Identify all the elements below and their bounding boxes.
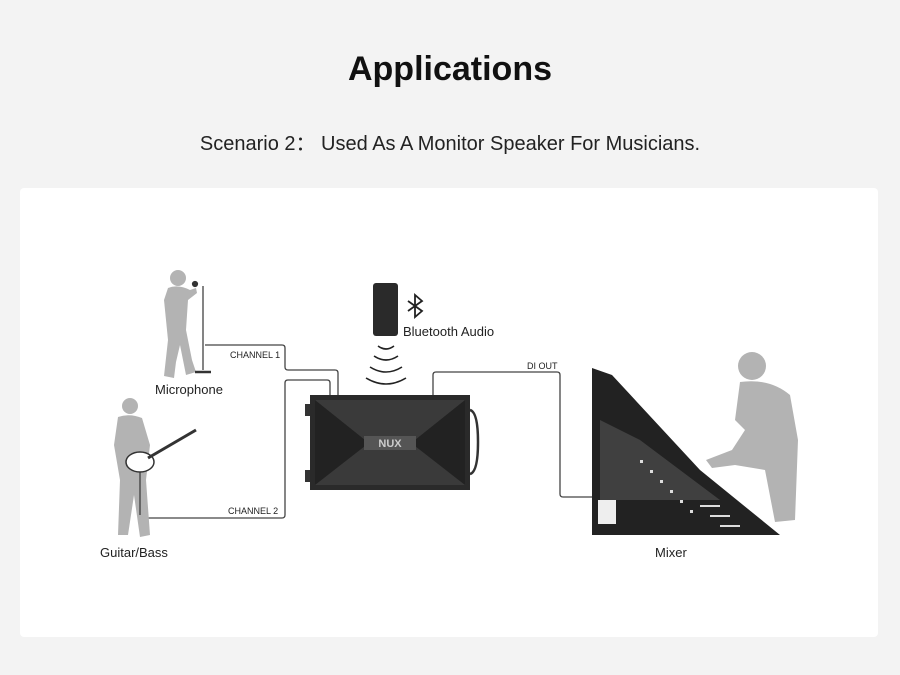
channel1-label: CHANNEL 1 [230, 350, 280, 360]
singer-silhouette [164, 270, 197, 378]
channel2-cable [145, 379, 331, 519]
channel2-label: CHANNEL 2 [228, 506, 278, 516]
page-subtitle: Scenario 2： Used As A Monitor Speaker Fo… [199, 133, 701, 155]
nux-speaker: NUX [305, 395, 480, 490]
brand-logo: NUX [378, 438, 402, 450]
di-out-cable [432, 371, 594, 498]
di-out-label: DI OUT [527, 361, 558, 371]
guitar-label: Guitar/Bass [100, 545, 168, 560]
bluetooth-icon [407, 293, 424, 319]
guitarist-silhouette [114, 398, 150, 537]
cables [145, 344, 594, 519]
microphone-label: Microphone [155, 382, 223, 397]
guitar-icon [125, 428, 197, 515]
mic-stand-icon [191, 280, 211, 374]
engineer-silhouette [706, 352, 798, 522]
mixer-console [592, 368, 780, 535]
wireless-waves-icon [365, 345, 407, 385]
bluetooth-audio-label: Bluetooth Audio [403, 324, 494, 339]
channel1-cable [205, 344, 339, 395]
page-title: Applications [347, 50, 553, 88]
mixer-label: Mixer [655, 545, 687, 560]
phone-icon [373, 283, 398, 336]
